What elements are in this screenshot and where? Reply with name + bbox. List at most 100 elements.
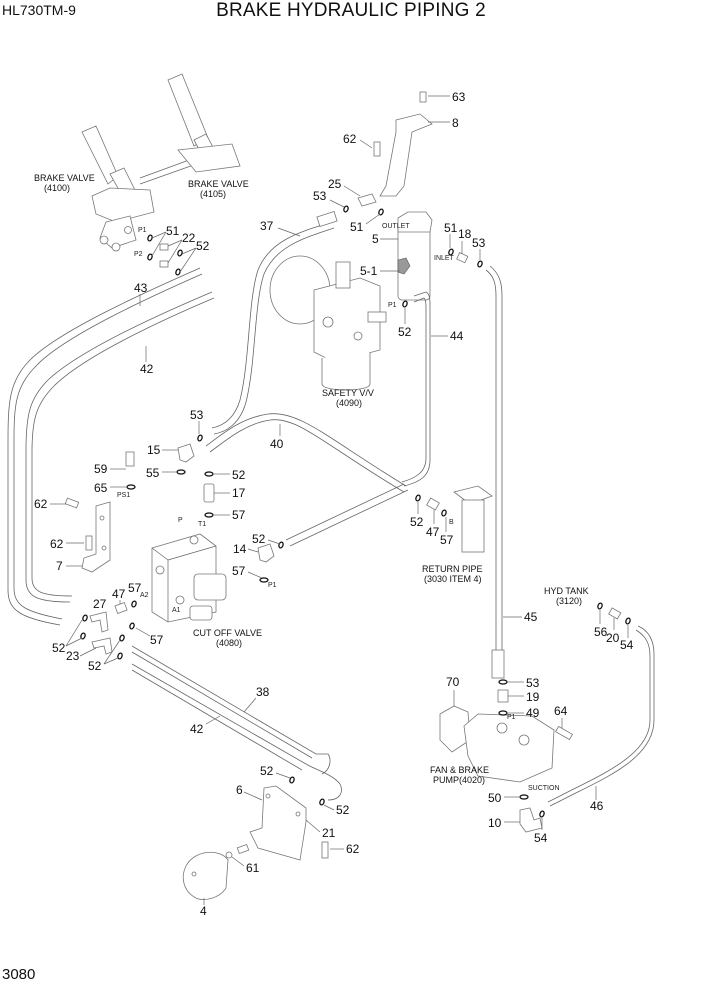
o-ring	[539, 810, 545, 818]
page-title: BRAKE HYDRAULIC PIPING 2	[216, 0, 486, 21]
callout-37: 37	[260, 219, 274, 233]
callout-15: 15	[147, 443, 161, 457]
adapter-18	[456, 252, 469, 264]
callout-62: 62	[50, 537, 64, 551]
cut-off-valve-ref: (4080)	[216, 638, 242, 648]
o-ring	[119, 634, 125, 642]
callout-52: 52	[88, 659, 102, 673]
callout-52: 52	[260, 764, 274, 778]
model-code: HL730TM-9	[2, 2, 76, 18]
callout-20: 20	[606, 631, 620, 645]
hose-45	[485, 265, 505, 679]
callout-43: 43	[134, 281, 148, 295]
o-ring	[289, 776, 295, 784]
hose-46	[547, 625, 655, 807]
callout-52: 52	[410, 515, 424, 529]
elbow-14	[257, 543, 275, 563]
brake-valve-left-ref: (4100)	[44, 183, 70, 193]
hose-44	[401, 291, 431, 487]
hose-45-end	[491, 649, 505, 679]
callout-21: 21	[322, 826, 336, 840]
sight-glass-5-1	[397, 257, 411, 275]
return-pipe	[453, 485, 493, 553]
callout-25: 25	[328, 177, 342, 191]
callout-14: 14	[233, 542, 247, 556]
o-ring	[259, 577, 269, 583]
o-ring	[80, 632, 86, 640]
safety-valve-ref: (4090)	[336, 398, 362, 408]
adapter-47	[114, 602, 128, 614]
port-inlet: INLET	[434, 255, 455, 262]
callout-51: 51	[350, 220, 364, 234]
callout-7: 7	[56, 559, 63, 573]
callout-52: 52	[232, 468, 246, 482]
callout-57: 57	[128, 581, 142, 595]
brake-valve-left-name: BRAKE VALVE	[34, 173, 95, 183]
port-b: B	[449, 519, 454, 526]
o-ring	[204, 471, 214, 477]
callout-54: 54	[620, 638, 634, 652]
pump-ref: PUMP(4020)	[433, 775, 485, 785]
adapter-20	[608, 607, 622, 620]
callout-42: 42	[140, 362, 154, 376]
o-ring	[415, 494, 421, 502]
bolt-62	[373, 141, 381, 157]
callout-5-1: 5-1	[360, 264, 378, 278]
callout-53: 53	[472, 236, 486, 250]
o-ring	[131, 600, 137, 608]
o-ring	[625, 617, 631, 625]
callout-42: 42	[190, 722, 204, 736]
washer-61	[225, 851, 233, 859]
callout-52: 52	[196, 239, 210, 253]
callout-27: 27	[93, 597, 107, 611]
hose-43	[7, 267, 203, 626]
callout-51: 51	[444, 221, 458, 235]
safety-valve	[269, 255, 387, 391]
brake-valve-right-name: BRAKE VALVE	[188, 179, 249, 189]
callout-57: 57	[232, 564, 246, 578]
o-ring	[343, 205, 349, 213]
port-t1: T1	[198, 521, 206, 528]
callout-23: 23	[66, 649, 80, 663]
elbow-15	[177, 443, 195, 463]
hose-42-lower	[131, 663, 342, 801]
callout-70: 70	[446, 675, 460, 689]
callout-19: 19	[526, 690, 540, 704]
port-suction: SUCTION	[528, 785, 560, 792]
callout-63: 63	[452, 90, 466, 104]
fan-brake-pump	[439, 705, 555, 783]
port-outlet: OUTLET	[382, 223, 410, 230]
hose-40	[205, 413, 407, 493]
o-ring	[177, 249, 183, 257]
o-ring	[278, 541, 284, 549]
callout-44: 44	[450, 329, 464, 343]
port-a2: A2	[140, 592, 149, 599]
callout-61: 61	[246, 861, 260, 875]
hose-52-14	[285, 483, 409, 547]
callout-65: 65	[94, 481, 108, 495]
hose-37	[211, 210, 338, 435]
callout-62: 62	[34, 497, 48, 511]
bracket-7	[81, 501, 111, 573]
callout-52: 52	[252, 532, 266, 546]
o-ring	[477, 260, 483, 268]
o-ring	[319, 798, 325, 806]
callout-59: 59	[94, 462, 108, 476]
pressure-switch-59	[125, 451, 135, 467]
callout-40: 40	[270, 437, 284, 451]
o-ring	[126, 484, 136, 490]
adapter-22	[159, 260, 169, 268]
elbow-25	[357, 193, 377, 207]
return-pipe-ref: (3030 ITEM 4)	[424, 574, 482, 584]
return-pipe-name: RETURN PIPE	[422, 564, 483, 574]
bolt-62	[64, 497, 80, 509]
cut-off-valve-name: CUT OFF VALVE	[193, 628, 262, 638]
o-ring	[197, 434, 203, 442]
callout-52: 52	[336, 803, 350, 817]
tee-27	[89, 611, 109, 633]
callout-49: 49	[526, 706, 540, 720]
callout-46: 46	[590, 799, 604, 813]
safety-valve-name: SAFETY V/V	[322, 388, 374, 398]
adapter-22	[159, 243, 169, 251]
